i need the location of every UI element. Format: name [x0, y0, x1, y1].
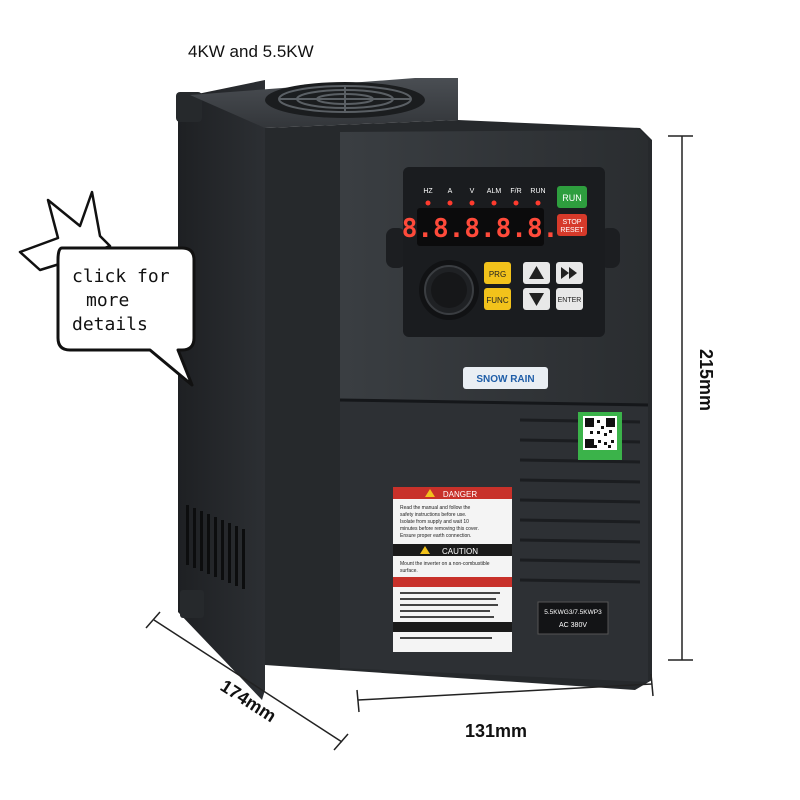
arrow-down-icon: [529, 293, 544, 306]
warning-label: DANGER Read the manual and follow the sa…: [393, 487, 512, 652]
run-button-label: RUN: [562, 193, 582, 203]
indicator-run: RUN: [530, 188, 545, 195]
qr-code: [578, 412, 622, 460]
indicator-fr: F/R: [510, 188, 521, 195]
caution-title: CAUTION: [442, 547, 478, 556]
danger-line-3: Isolate from supply and wait 10: [400, 519, 469, 525]
prg-label: PRG: [489, 270, 506, 279]
indicator-hz: HZ: [423, 188, 433, 195]
danger-line-2: safety instructions before use.: [400, 512, 466, 518]
rating-text: 5.5KWG3/7.5KWP3: [544, 609, 602, 616]
func-label: FUNC: [486, 296, 508, 305]
click-for-details-bubble[interactable]: click for more details: [18, 190, 196, 387]
danger-title: DANGER: [443, 490, 477, 499]
run-button[interactable]: RUN: [557, 186, 587, 208]
shift-button[interactable]: [556, 262, 583, 284]
indicator-alm: ALM: [487, 188, 502, 195]
arrow-up-icon: [529, 266, 544, 279]
rating-plate: 5.5KWG3/7.5KWP3 AC 380V: [537, 601, 609, 635]
bubble-line-3: details: [72, 314, 148, 335]
caution-line-2: surface.: [400, 568, 418, 574]
danger-line-5: Ensure proper earth connection.: [400, 533, 471, 539]
danger-line-4: minutes before removing this cover.: [400, 526, 479, 532]
up-button[interactable]: [523, 262, 550, 284]
mounting-bracket-bottom: [180, 590, 204, 618]
indicator-labels: HZ A V ALM F/R RUN: [423, 188, 545, 195]
fast-forward-icon: [561, 267, 569, 279]
mounting-bracket-top: [176, 92, 202, 122]
down-button[interactable]: [523, 288, 550, 310]
enter-label: ENTER: [558, 297, 582, 304]
top-fan-area: [190, 78, 458, 128]
brand-name: SNOW RAIN: [476, 374, 534, 385]
page-heading: 4KW and 5.5KW: [188, 42, 314, 61]
brand-plate: SNOW RAIN: [463, 367, 548, 389]
led-display: [417, 208, 544, 246]
stop-reset-button[interactable]: STOP RESET: [557, 214, 587, 236]
reset-label: RESET: [560, 227, 584, 234]
led-display-digits: 8.8.8.8.8.: [402, 214, 559, 244]
dimension-width: 131mm: [356, 673, 654, 741]
caution-line-1: Mount the inverter on a non-combustible: [400, 561, 490, 567]
func-button[interactable]: FUNC: [484, 288, 511, 310]
indicator-v: V: [470, 188, 475, 195]
danger-line-1: Read the manual and follow the: [400, 505, 471, 511]
height-label: 215mm: [696, 349, 716, 411]
voltage-text: AC 380V: [559, 622, 587, 629]
enter-button[interactable]: ENTER: [556, 288, 583, 310]
dimension-height: 215mm: [668, 135, 716, 661]
bubble-line-1: click for: [72, 266, 170, 287]
dial-knob[interactable]: [419, 260, 479, 320]
indicator-a: A: [448, 188, 453, 195]
bubble-line-2: more: [86, 290, 129, 311]
indicator-leds: [425, 200, 541, 206]
prg-button[interactable]: PRG: [484, 262, 511, 284]
keypad-panel: HZ A V ALM F/R RUN 8.8.8.8.8. RUN STOP R…: [402, 167, 605, 337]
stop-label: STOP: [563, 219, 582, 226]
width-label: 131mm: [465, 721, 527, 741]
